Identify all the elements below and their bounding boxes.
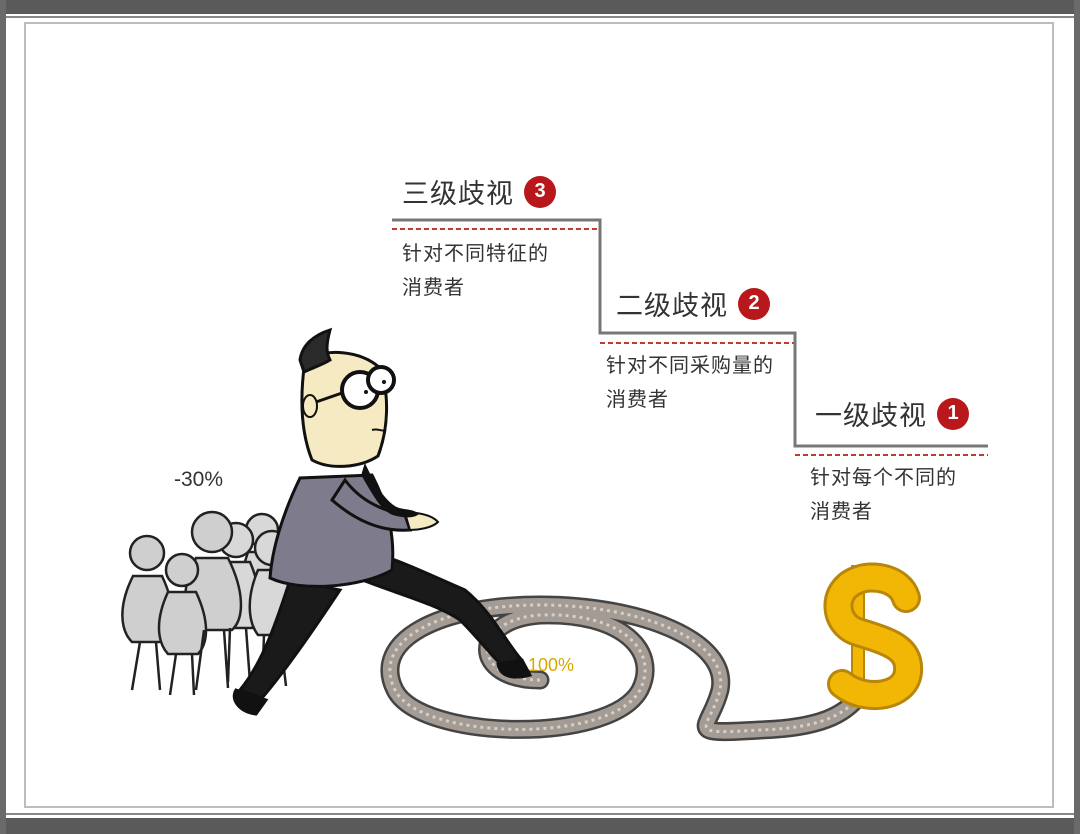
rope-spiral xyxy=(380,595,870,742)
level-3-title-text: 三级歧视 xyxy=(402,179,514,210)
level-3-desc-line2: 消费者 xyxy=(402,275,465,299)
level-2-title-text: 二级歧视 xyxy=(616,291,728,322)
frame-right-bar xyxy=(1074,0,1080,834)
staircase-outline xyxy=(392,218,988,448)
level-3-description: 针对不同特征的 消费者 xyxy=(402,236,612,304)
frame-left-bar xyxy=(0,0,6,834)
level-1-desc-line2: 消费者 xyxy=(810,499,873,523)
level-2-title: 二级歧视 2 xyxy=(616,284,770,323)
frame-bottom-bar xyxy=(0,813,1080,834)
staircase-dashed-line xyxy=(392,228,988,456)
level-1-title: 一级歧视 1 xyxy=(815,394,969,433)
inner-border xyxy=(24,22,1054,808)
businessman xyxy=(232,327,533,716)
level-2-desc-line2: 消费者 xyxy=(606,387,669,411)
level-2-description: 针对不同采购量的 消费者 xyxy=(606,348,816,416)
level-3-desc-line1: 针对不同特征的 xyxy=(402,241,549,265)
staircase xyxy=(392,218,988,456)
level-3-badge: 3 xyxy=(524,175,556,208)
level-3-title: 三级歧视 3 xyxy=(402,172,556,211)
level-1-desc-line1: 针对每个不同的 xyxy=(810,465,957,489)
level-1-badge: 1 xyxy=(937,397,969,430)
level-2-badge: 2 xyxy=(738,287,770,320)
crowd-percent-label: -30% xyxy=(174,468,224,491)
level-1-title-text: 一级歧视 xyxy=(815,401,927,432)
spiral-percent-label: 100% xyxy=(528,655,575,675)
level-1-description: 针对每个不同的 消费者 xyxy=(810,460,1020,528)
dollar-sign-icon xyxy=(823,562,924,711)
frame-top-bar xyxy=(0,0,1080,18)
level-2-desc-line1: 针对不同采购量的 xyxy=(606,353,774,377)
